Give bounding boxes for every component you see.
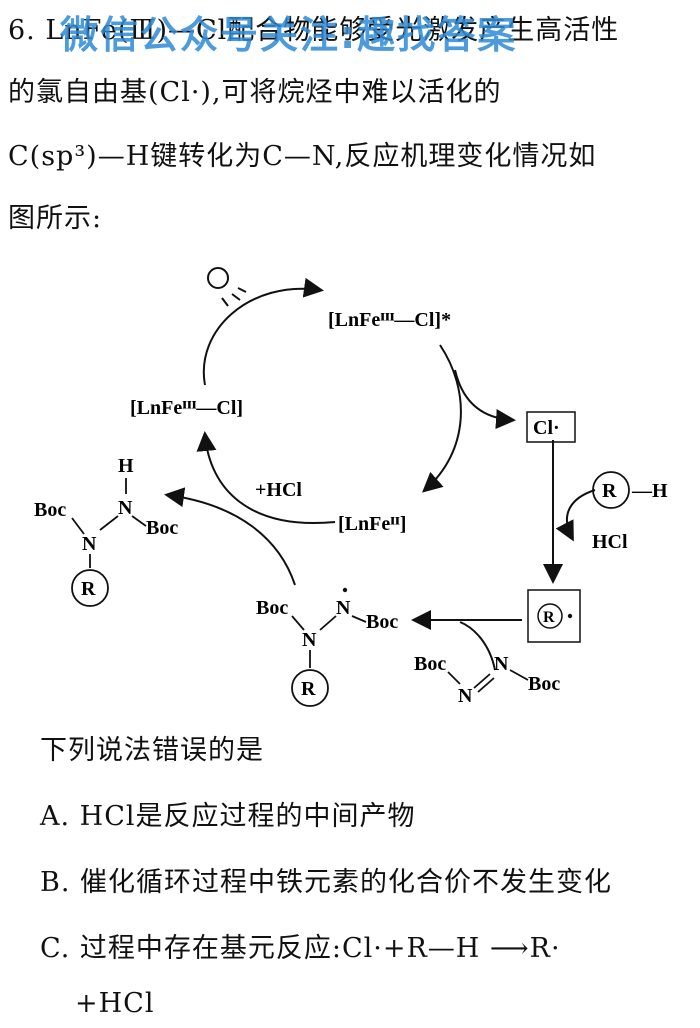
n-radical-intermediate: N Boc N Boc R xyxy=(256,587,398,707)
excited-complex-label: [LnFeᴵᴵᴵ—Cl]* xyxy=(328,309,451,331)
svg-text:N: N xyxy=(336,597,351,619)
svg-text:N: N xyxy=(458,685,473,707)
option-c: C. 过程中存在基元反应:Cl·+R—H ⟶R· xyxy=(40,933,561,964)
arrow-excited-to-cl xyxy=(454,369,516,429)
svg-text:R: R xyxy=(301,678,316,700)
arrow-ground-to-excited xyxy=(202,277,324,386)
light-icon xyxy=(207,267,247,307)
svg-text:N: N xyxy=(82,533,97,555)
svg-text:Boc: Boc xyxy=(34,499,66,521)
option-c-continued: +HCl xyxy=(75,988,155,1019)
rh-r-label: R xyxy=(602,480,617,502)
mechanism-diagram: [LnFeᴵᴵᴵ—Cl]* [LnFeᴵᴵᴵ—Cl] [LnFeᴵᴵ] +HCl… xyxy=(34,267,668,707)
azo-reagent: Boc N N Boc xyxy=(414,653,560,707)
plus-hcl-label: +HCl xyxy=(255,479,302,501)
ground-complex-label: [LnFeᴵᴵᴵ—Cl] xyxy=(130,397,243,419)
question-line-4: 图所示: xyxy=(8,203,103,234)
question-prompt: 下列说法错误的是 xyxy=(40,735,264,766)
svg-text:R: R xyxy=(81,578,96,600)
cl-radical-label: Cl· xyxy=(533,417,560,439)
product-hydrazine: H N Boc N Boc R xyxy=(34,455,178,607)
svg-text:N: N xyxy=(494,653,509,675)
arrow-azo-branch xyxy=(459,621,496,671)
watermark: 微信公众号关注:趣找答案 xyxy=(60,13,518,57)
svg-text:Boc: Boc xyxy=(528,673,560,695)
option-b: B. 催化循环过程中铁元素的化合价不发生变化 xyxy=(40,867,613,898)
fe2-complex-label: [LnFeᴵᴵ] xyxy=(338,513,406,535)
hcl-label: HCl xyxy=(592,531,628,553)
arrow-rh-branch xyxy=(555,489,596,542)
r-radical-label: R xyxy=(543,609,555,626)
arrow-excited-to-fe2 xyxy=(422,344,462,493)
svg-text:N: N xyxy=(118,497,133,519)
arrow-hcl-to-product xyxy=(164,487,296,586)
question-line-1: 6. LnFe(Ⅲ)—Cl配合物能够受光激发产生高活性 xyxy=(8,15,620,46)
svg-text:Boc: Boc xyxy=(414,653,446,675)
svg-text:Boc: Boc xyxy=(146,517,178,539)
svg-text:N: N xyxy=(302,629,317,651)
question-line-2: 的氯自由基(Cl·),可将烷烃中难以活化的 xyxy=(8,77,502,108)
svg-text:Boc: Boc xyxy=(366,611,398,633)
arrow-fe2-to-ground xyxy=(196,431,336,524)
option-a: A. HCl是反应过程的中间产物 xyxy=(40,801,416,832)
svg-text:Boc: Boc xyxy=(256,597,288,619)
question-line-3: C(sp³)—H键转化为C—N,反应机理变化情况如 xyxy=(8,141,597,172)
svg-text:H: H xyxy=(118,455,134,477)
rh-h-label: —H xyxy=(631,480,668,502)
